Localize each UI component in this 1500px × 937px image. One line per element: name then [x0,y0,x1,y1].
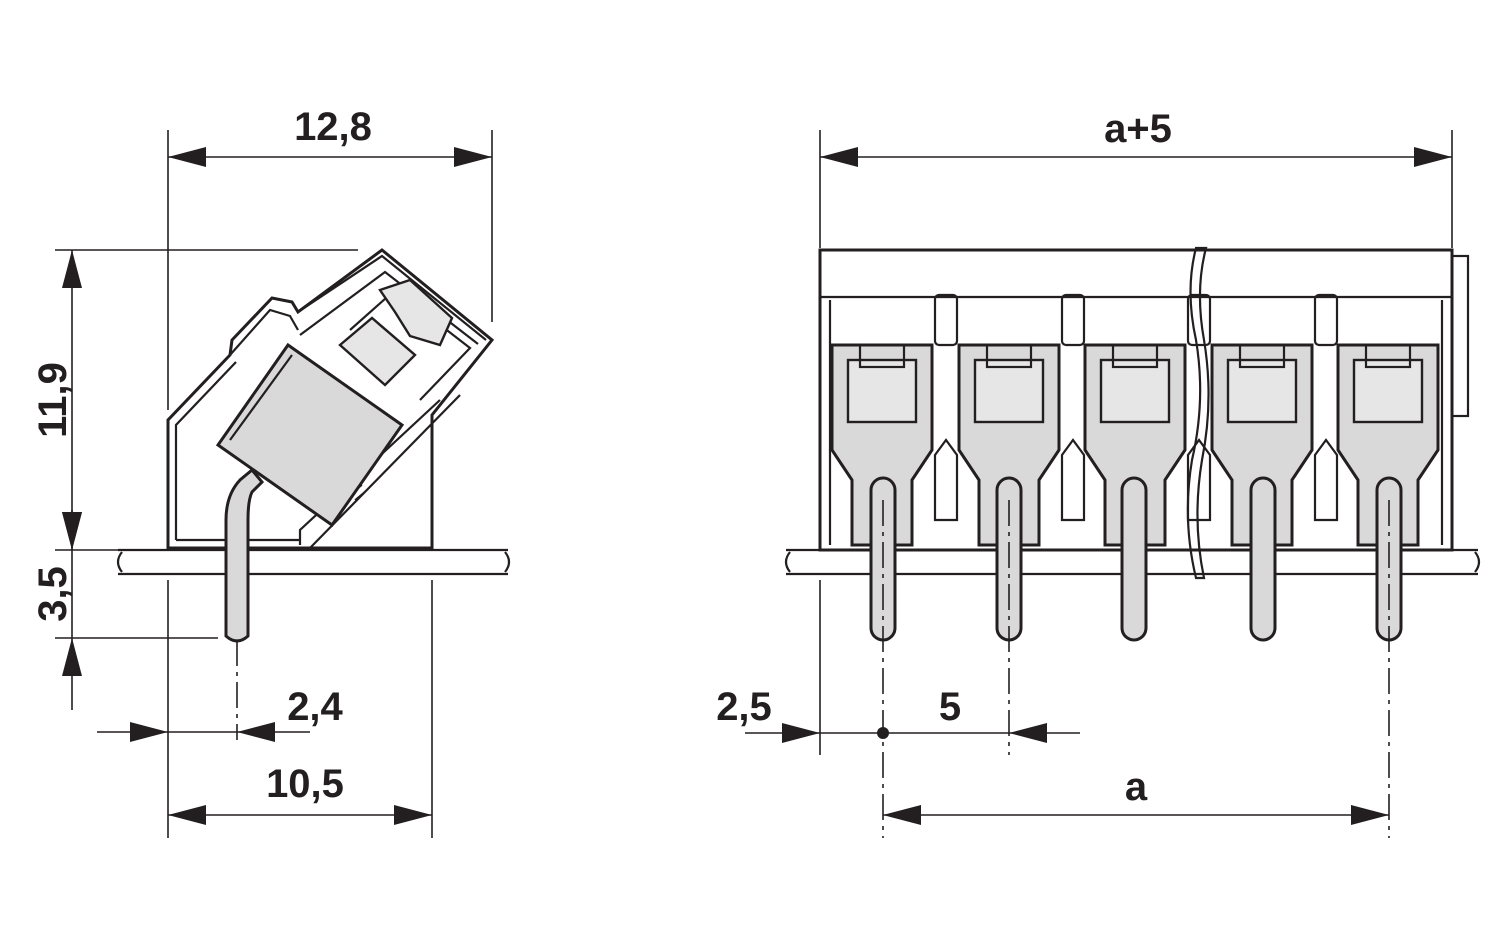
dim-height-label: 11,9 [31,362,75,438]
dim-pin-offset-label: 2,4 [287,685,343,729]
side-actuator-edge [229,354,293,441]
pole-3 [1083,343,1187,547]
pole-1 [830,343,934,547]
dim-width-top [168,147,492,167]
side-extension-lines [55,130,493,838]
front-break-line [1186,246,1210,580]
front-centerlines [882,500,1390,838]
side-actuator [215,342,405,528]
dim-overall-width [820,147,1452,167]
dim-edge-offset-label: 2,5 [716,685,772,729]
pole-4 [1210,343,1314,547]
dim-edge-offset [745,723,1080,743]
front-extension-lines [819,130,1453,755]
dim-pin-offset [97,722,310,742]
front-view: a+5 2,5 5 a [716,107,1481,838]
pole-2 [957,343,1061,547]
dim-width-bottom [168,805,432,825]
pole-5 [1336,343,1440,547]
front-separators [933,293,1339,522]
side-pcb-board [116,548,511,576]
dim-pin-length [62,510,82,710]
dim-pitch-label: 5 [939,685,961,729]
dim-overall-width-label: a+5 [1104,107,1172,151]
front-poles [830,343,1440,547]
dim-span-label: a [1125,765,1148,809]
dim-span [883,805,1389,825]
dim-width-bottom-label: 10,5 [266,762,344,806]
side-pin [224,467,265,643]
side-view: 12,8 11,9 3,5 2,4 10,5 [31,105,511,838]
dim-width-top-label: 12,8 [294,105,372,149]
dim-pin-length-label: 3,5 [31,566,75,622]
